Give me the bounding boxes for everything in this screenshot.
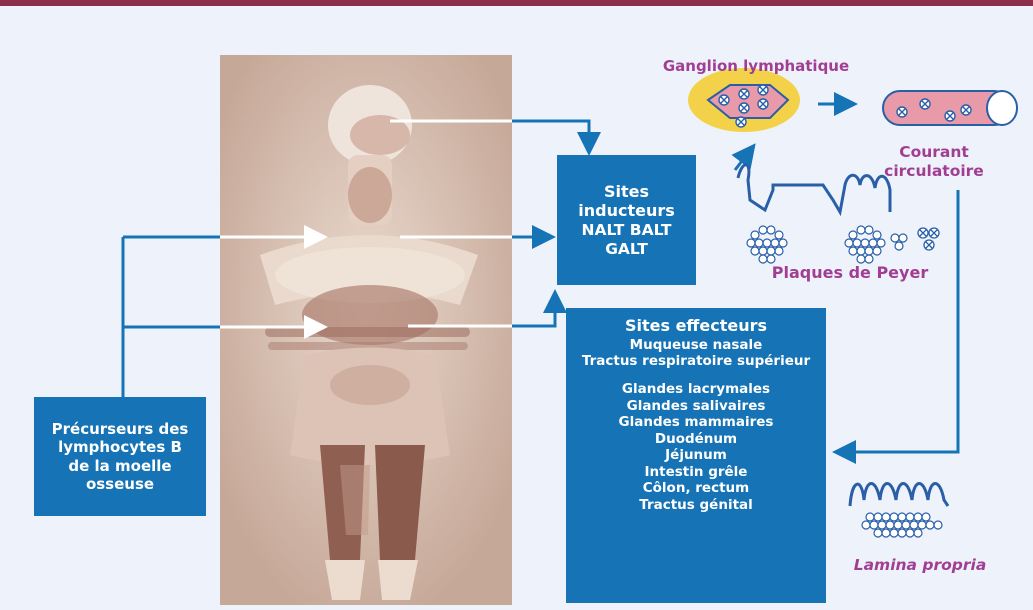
effecteurs-item: Intestin grêle — [645, 464, 748, 480]
courant-label-line2: circulatoire — [868, 162, 1000, 181]
peyer-cell-clusters — [747, 226, 907, 263]
ganglion-label: Ganglion lymphatique — [636, 57, 876, 75]
courant-label-line1: Courant — [868, 143, 1000, 162]
effecteurs-item: Tractus génital — [639, 497, 753, 513]
effecteurs-item: Glandes salivaires — [627, 398, 766, 414]
precurseurs-box: Précurseurs des lymphocytes B de la moel… — [34, 397, 206, 516]
effecteurs-item: Côlon, rectum — [643, 480, 749, 496]
precurseurs-line4: osseuse — [86, 475, 154, 493]
lamina-label: Lamina propria — [835, 556, 1005, 574]
inducteurs-line3: NALT BALT — [582, 221, 672, 240]
effecteurs-item: Tractus respiratoire supérieur — [582, 353, 810, 369]
inducteurs-box: Sites inducteurs NALT BALT GALT — [557, 155, 696, 285]
effecteurs-item: Glandes lacrymales — [622, 381, 770, 397]
lamina-cell-cluster — [862, 513, 942, 537]
effecteurs-item: Muqueuse nasale — [630, 337, 763, 353]
precurseurs-line1: Précurseurs des — [52, 420, 189, 438]
effecteurs-box: Sites effecteurs Muqueuse nasale Tractus… — [566, 308, 826, 603]
precurseurs-line2: lymphocytes B — [58, 438, 182, 456]
lamina-villi — [850, 484, 948, 507]
white-arrows — [220, 121, 512, 327]
peyer-label: Plaques de Peyer — [765, 263, 935, 282]
effecteurs-item: Duodénum — [655, 431, 737, 447]
effecteurs-item: Glandes mammaires — [619, 414, 774, 430]
precursor-connector — [123, 237, 220, 397]
inducteurs-line1: Sites — [604, 182, 649, 202]
free-cells — [918, 228, 939, 250]
courant-label: Courant circulatoire — [868, 143, 1000, 182]
circulation-connector — [838, 190, 958, 452]
precurseurs-line3: de la moelle — [68, 457, 171, 475]
effecteurs-title: Sites effecteurs — [625, 316, 767, 336]
inducteurs-line4: GALT — [605, 240, 648, 259]
effecteurs-item: Jéjunum — [665, 447, 727, 463]
inducteurs-line2: inducteurs — [578, 201, 675, 221]
